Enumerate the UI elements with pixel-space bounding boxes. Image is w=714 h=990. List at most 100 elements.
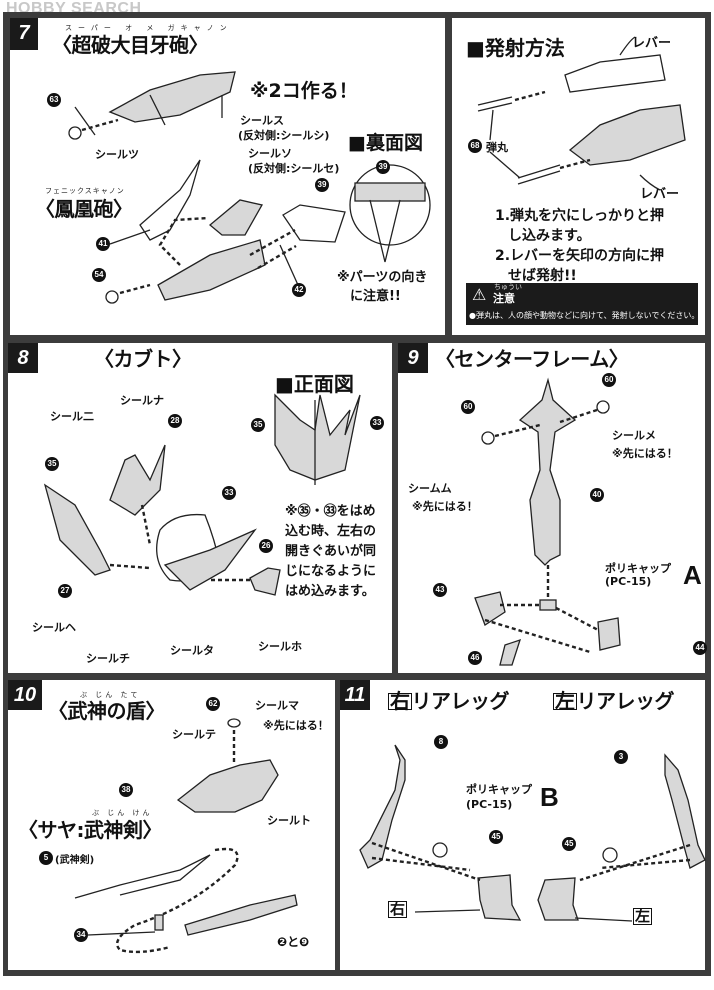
- part-number: 38: [119, 783, 133, 797]
- orientation-note: に注意!!: [350, 289, 401, 304]
- part-number: 45: [489, 830, 503, 844]
- make-two-note: ※2コ作る！: [250, 80, 358, 102]
- right-rear-leg-title: 右リアレッグ: [388, 690, 509, 712]
- part-number: 27: [58, 584, 72, 598]
- left-marker: 左: [633, 907, 653, 925]
- polycap-label: ポリキャップ: [466, 783, 532, 796]
- fit-note-line: じになるように: [285, 564, 377, 579]
- part-number: 28: [168, 414, 182, 428]
- part-number: 60: [602, 373, 616, 387]
- step-number: 8: [8, 343, 38, 373]
- fit-note-line: 込む時、左右の: [285, 524, 377, 539]
- step-number: 10: [8, 680, 42, 710]
- apply-first-note: ※先にはる！: [612, 447, 678, 460]
- sticker-label: シールメ: [612, 429, 656, 442]
- part-number: 35: [45, 457, 59, 471]
- step-number: 9: [398, 343, 428, 373]
- right-title-text: リアレッグ: [411, 689, 510, 713]
- polycap-code: (PC-15): [605, 575, 652, 588]
- part-number: 41: [96, 237, 110, 251]
- step7-title: 〈超破大目牙砲〉: [52, 33, 209, 57]
- step8-title: 〈カブト〉: [94, 347, 192, 371]
- part-number: 33: [222, 486, 236, 500]
- front-view-heading: ■正面図: [275, 372, 354, 396]
- right-char-box: 右: [388, 900, 408, 918]
- sheath-parts-label: ❷と❾: [277, 935, 310, 949]
- caution-ruby: ちゅうい: [494, 283, 522, 291]
- part-number: 33: [370, 416, 384, 430]
- polycap-letter: A: [683, 560, 702, 590]
- part-number: 45: [562, 837, 576, 851]
- part-number: 5: [39, 851, 53, 865]
- part-number: 62: [206, 697, 220, 711]
- part-number: 42: [292, 283, 306, 297]
- instruction-line: せば発射!!: [508, 268, 577, 284]
- polycap-label: ポリキャップ: [605, 562, 671, 575]
- part-number: 3: [614, 750, 628, 764]
- part-number: 35: [251, 418, 265, 432]
- sticker-label: シールテ: [172, 728, 216, 741]
- lever-label: レバー: [632, 36, 672, 51]
- sticker-opposite-label: (反対側:シールシ): [238, 129, 330, 142]
- left-char-box: 左: [553, 689, 577, 713]
- apply-first-note: ※先にはる！: [263, 719, 329, 732]
- fit-note-line: 開きぐあいが同: [285, 544, 377, 559]
- fit-note-line: ※㉟・㉝をはめ: [285, 504, 376, 519]
- bullet-label: 弾丸: [486, 141, 508, 154]
- part-number: 63: [47, 93, 61, 107]
- step10-panel: [8, 680, 335, 970]
- title-ruby: ぶ じん たて: [80, 691, 141, 699]
- launch-heading: ■発射方法: [466, 36, 565, 60]
- warning-icon: ⚠: [472, 285, 487, 304]
- sticker-label: シール二: [50, 410, 94, 423]
- part-number: 54: [92, 268, 106, 282]
- sticker-label: シールツ: [95, 148, 139, 161]
- part-number: 44: [693, 641, 707, 655]
- step10-subtitle: 〈サヤ:武神剣〉: [18, 818, 163, 842]
- step-number: 7: [10, 18, 38, 50]
- part-number: 46: [468, 651, 482, 665]
- step10-title: 〈武神の盾〉: [48, 699, 166, 723]
- part-number: 40: [590, 488, 604, 502]
- caution-box: ⚠ ちゅうい 注意 ●弾丸は、人の顔や動物などに向けて、発射しないでください。: [466, 283, 700, 325]
- sticker-label: シールチ: [86, 652, 130, 665]
- sticker-label: シームム: [408, 482, 452, 495]
- apply-first-note: ※先にはる！: [412, 500, 478, 513]
- left-rear-leg-title: 左リアレッグ: [553, 690, 674, 712]
- fit-note-line: はめ込みます。: [285, 584, 375, 599]
- part-number: 26: [259, 539, 273, 553]
- sword-label: (武神剣): [55, 855, 95, 866]
- part-number: 68: [468, 139, 482, 153]
- right-char-box: 右: [388, 689, 412, 713]
- subtitle-ruby: フェニックスキャノン: [45, 187, 125, 195]
- part-number: 34: [74, 928, 88, 942]
- part-number: 39: [315, 178, 329, 192]
- right-marker: 右: [388, 900, 408, 918]
- sticker-label: シールス: [240, 114, 284, 127]
- part-number: 39: [376, 160, 390, 174]
- sticker-label: シールソ: [248, 147, 292, 160]
- sticker-opposite-label: (反対側:シールセ): [248, 162, 340, 175]
- left-char-box: 左: [633, 907, 653, 925]
- step7-subtitle: 〈鳳凰砲〉: [35, 197, 133, 221]
- caution-text: ●弾丸は、人の顔や動物などに向けて、発射しないでください。: [469, 311, 700, 320]
- back-view-heading: ■裏面図: [348, 132, 423, 154]
- part-number: 43: [433, 583, 447, 597]
- sticker-label: シールマ: [255, 699, 299, 712]
- title-ruby: スーパー オ メ ガキャノン: [65, 24, 233, 32]
- sticker-label: シールホ: [258, 640, 302, 653]
- step-number: 11: [340, 680, 370, 710]
- sticker-label: シールナ: [120, 394, 164, 407]
- step9-title: 〈センターフレーム〉: [435, 347, 629, 371]
- part-number: 60: [461, 400, 475, 414]
- polycap-code: (PC-15): [466, 798, 513, 811]
- polycap-letter: B: [540, 782, 559, 812]
- part-number: 8: [434, 735, 448, 749]
- sticker-label: シールヘ: [32, 621, 76, 634]
- lever-label: レバー: [640, 187, 680, 202]
